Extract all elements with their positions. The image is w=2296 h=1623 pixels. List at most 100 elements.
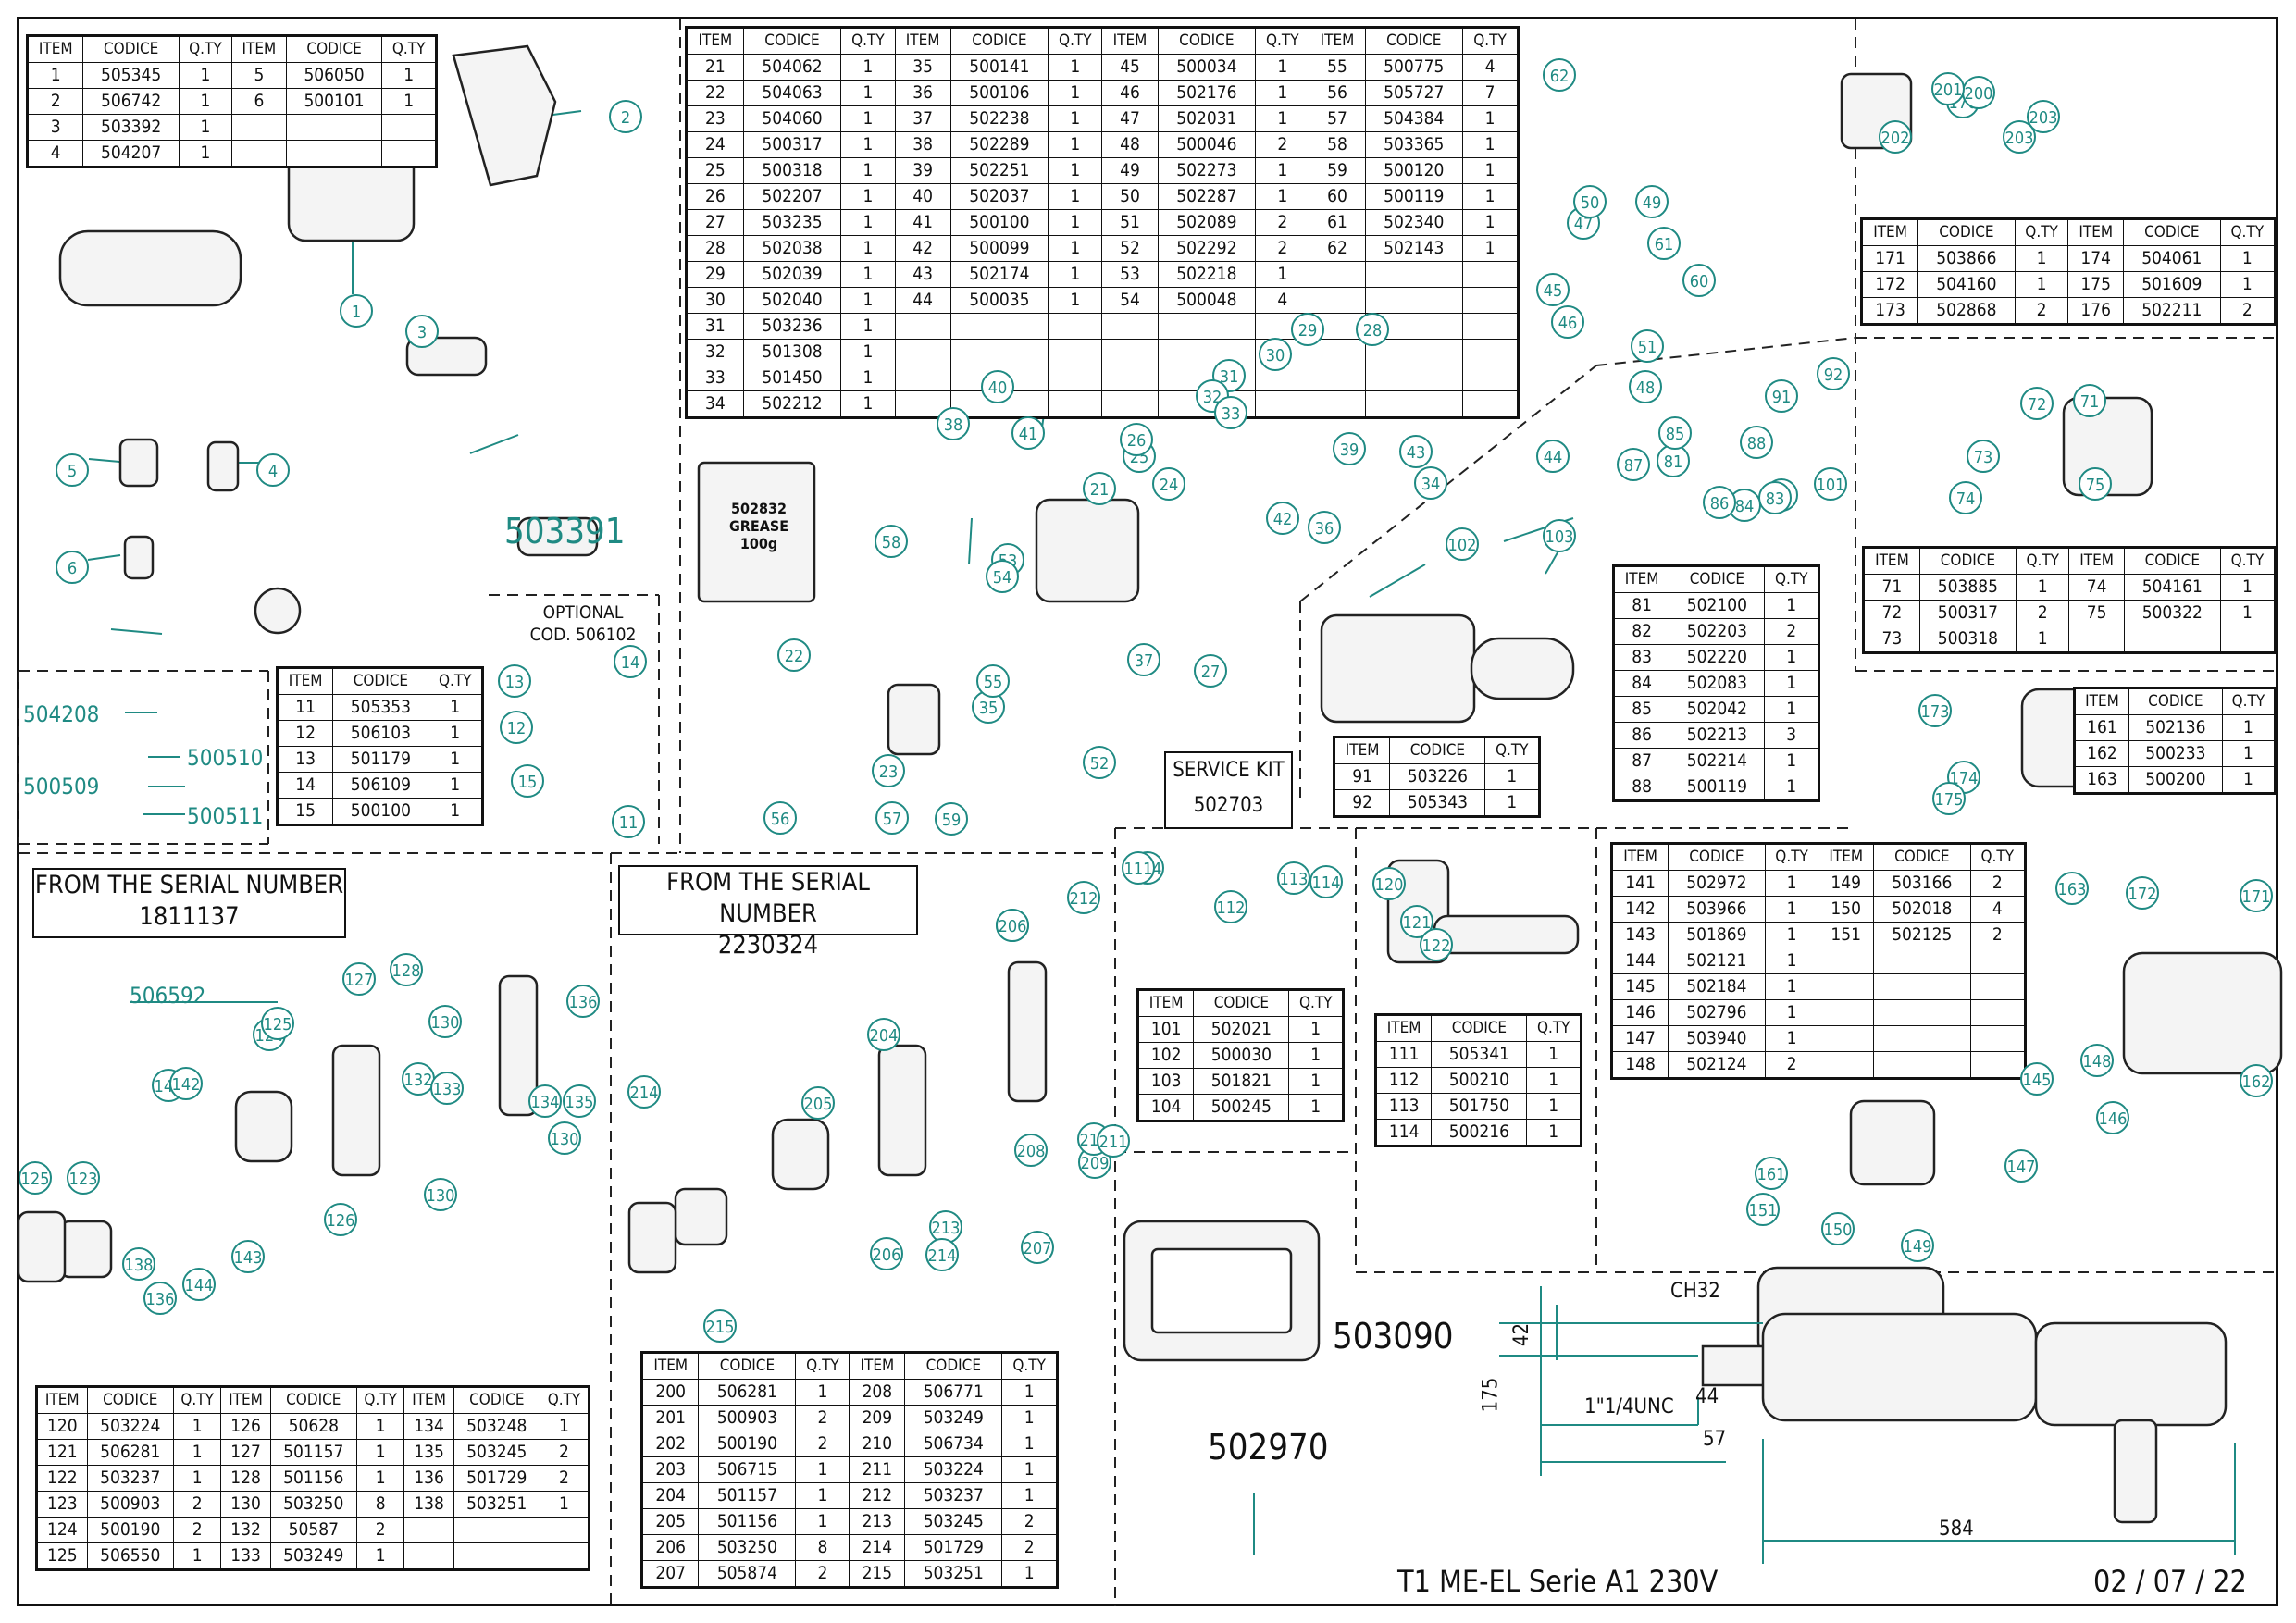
- table-cell: 503249: [904, 1405, 1003, 1431]
- table-cell: 5: [230, 62, 287, 89]
- part-callout: 138: [122, 1247, 155, 1281]
- dim-57: 57: [1703, 1428, 1727, 1451]
- table-cell: [1364, 287, 1464, 314]
- table-cell: 500119: [1669, 774, 1766, 801]
- table-cell: 2: [172, 1517, 222, 1543]
- table-cell: 500210: [1431, 1067, 1528, 1094]
- table-cell: 125: [36, 1542, 88, 1570]
- table-cell: 506281: [698, 1379, 797, 1406]
- part-callout: 102: [1446, 527, 1479, 561]
- table-cell: [1462, 390, 1519, 418]
- table-cell: 1: [840, 157, 896, 184]
- table-cell: 136: [403, 1465, 454, 1492]
- table-cell: 502214: [1669, 748, 1766, 774]
- table-cell: 4: [26, 140, 84, 167]
- table-cell: 1: [1288, 1042, 1344, 1069]
- table-cell: 501450: [742, 365, 842, 391]
- table-cell: 3: [1764, 722, 1819, 749]
- table-cell: 1: [840, 287, 896, 314]
- part-callout: 163: [2055, 872, 2089, 905]
- table-cell: 502136: [2128, 714, 2223, 741]
- table-cell: [1818, 948, 1875, 974]
- table-cell: 102: [1136, 1042, 1195, 1069]
- part-callout: 126: [324, 1203, 357, 1236]
- table-cell: 2: [795, 1405, 850, 1431]
- table-cell: 127: [220, 1439, 271, 1466]
- table-cell: 500903: [86, 1491, 174, 1518]
- table-cell: 1: [840, 235, 896, 262]
- table-cell: 113: [1374, 1093, 1433, 1120]
- table-cell: 138: [403, 1491, 454, 1518]
- table-cell: [894, 339, 951, 365]
- table-cell: [381, 114, 437, 141]
- grease-code: 502832: [730, 500, 788, 517]
- table-cell: 504161: [2123, 574, 2221, 601]
- table-cell: [2123, 626, 2221, 653]
- table-cell: [381, 140, 437, 167]
- table-cell: 2: [795, 1560, 850, 1588]
- table-cell: 103: [1136, 1068, 1195, 1095]
- table-cell: 1: [1462, 183, 1519, 210]
- part-callout: 145: [2020, 1062, 2054, 1096]
- table-cell: 500046: [1157, 131, 1257, 158]
- part-callout: 51: [1631, 329, 1664, 363]
- table-cell: 503885: [1918, 574, 2017, 601]
- part-callout: 72: [2020, 387, 2054, 420]
- table-cell: [1309, 287, 1366, 314]
- table-cell: 202: [640, 1431, 700, 1457]
- table-cell: 502174: [949, 261, 1049, 288]
- table-cell: [1969, 948, 2027, 974]
- table-cell: 1: [1764, 948, 1819, 974]
- table-cell: 1: [355, 1413, 405, 1440]
- table-cell: [1969, 973, 2027, 1000]
- table-cell: 501750: [1431, 1093, 1528, 1120]
- table-cell: 1: [1001, 1379, 1058, 1406]
- table-cell: 502083: [1669, 670, 1766, 697]
- col-code: CODICE: [1364, 27, 1464, 55]
- table-cell: [1873, 973, 1971, 1000]
- table-cell: [403, 1542, 454, 1570]
- table-cell: 1: [795, 1482, 850, 1509]
- table-cell: [1157, 313, 1257, 340]
- part-callout: 173: [1918, 694, 1952, 727]
- col-qty: Q.TY: [381, 35, 437, 63]
- col-item: ITEM: [1309, 27, 1366, 55]
- service-kit-label: SERVICE KIT: [1173, 759, 1285, 782]
- table-cell: 37: [894, 105, 951, 132]
- part-callout: 48: [1629, 370, 1662, 403]
- part-callout: 15: [511, 764, 544, 798]
- part-callout: 201: [1931, 72, 1965, 105]
- table-cell: 502287: [1157, 183, 1257, 210]
- col-code: CODICE: [1157, 27, 1257, 55]
- col-code: CODICE: [453, 1386, 540, 1414]
- col-qty: Q.TY: [1255, 27, 1310, 55]
- table-cell: 50: [1101, 183, 1159, 210]
- table-cell: [1818, 1051, 1875, 1079]
- table-cell: 75: [2068, 600, 2125, 626]
- table-cell: 122: [36, 1465, 88, 1492]
- part-callout: 22: [777, 638, 811, 672]
- table-cell: 1: [428, 746, 483, 773]
- table-cell: 502018: [1873, 896, 1971, 923]
- table-cell: 32: [686, 339, 744, 365]
- table-cell: 1: [1526, 1041, 1582, 1068]
- table-cell: [1462, 261, 1519, 288]
- table-cell: 124: [36, 1517, 88, 1543]
- table-cell: 506715: [698, 1456, 797, 1483]
- table-cell: 503250: [698, 1534, 797, 1561]
- table-cell: 1: [1764, 592, 1819, 619]
- part-callout: 203: [2027, 100, 2060, 133]
- table-cell: 1: [840, 261, 896, 288]
- table-cell: 1: [1048, 105, 1103, 132]
- part-callout: 33: [1214, 396, 1247, 429]
- table-cell: 52: [1101, 235, 1159, 262]
